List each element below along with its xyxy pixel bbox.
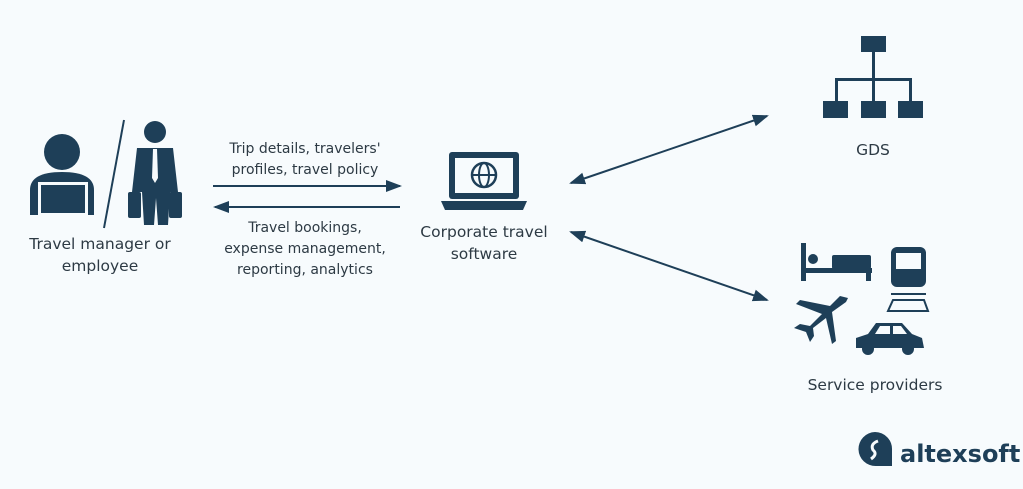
- software-label: Corporate travel software: [384, 221, 584, 265]
- to-software-line2: profiles, travel policy: [231, 162, 379, 178]
- hierarchy-icon: [823, 36, 923, 118]
- arrow-software-gds: [569, 114, 769, 185]
- divider-slash: [103, 119, 125, 229]
- user-label: Travel manager or employee: [0, 233, 200, 277]
- arrow-software-providers: [569, 230, 769, 302]
- to-user-line3: reporting, analytics: [237, 262, 373, 278]
- laptop-globe-icon: [441, 152, 527, 210]
- to-user-label: Travel bookings, expense management, repor…: [205, 218, 405, 281]
- airplane-icon: [794, 296, 848, 344]
- to-software-label: Trip details, travelers' profiles, travel…: [205, 139, 405, 181]
- businessman-icon: [128, 121, 182, 225]
- gds-label: GDS: [856, 141, 890, 159]
- user-label-line2: employee: [61, 257, 139, 275]
- altexsoft-logo-icon: [858, 432, 893, 467]
- hotel-bed-icon: [801, 243, 872, 281]
- software-label-line1: Corporate travel: [420, 223, 548, 241]
- to-software-line1: Trip details, travelers': [229, 141, 381, 157]
- person-laptop-icon: [30, 134, 94, 215]
- to-user-line1: Travel bookings,: [248, 220, 362, 236]
- train-icon: [886, 247, 930, 312]
- altexsoft-logo-text: altexsoft: [900, 440, 1021, 468]
- user-label-line1: Travel manager or: [29, 235, 171, 253]
- providers-label: Service providers: [807, 376, 943, 394]
- to-user-line2: expense management,: [224, 241, 386, 257]
- software-label-line2: software: [450, 245, 518, 263]
- car-icon: [856, 323, 924, 355]
